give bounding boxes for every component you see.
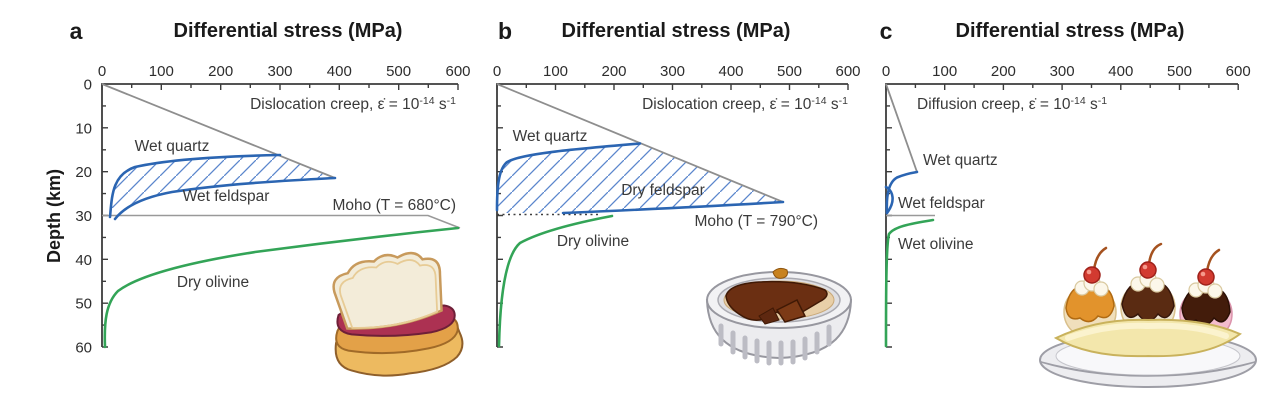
hatched-strength-region [497, 143, 783, 213]
olivine-label: Dry olivine [557, 233, 629, 250]
feldspar-label: Dry feldspar [621, 182, 705, 199]
frictional-strength-line [885, 83, 918, 173]
tick-label: 0 [493, 63, 501, 80]
wet-quartz-curve [108, 153, 282, 219]
wet-feldspar-curve [113, 176, 337, 221]
dry-feldspar-curve [561, 200, 785, 215]
feldspar-label: Wet feldspar [183, 188, 270, 205]
tick-label: 400 [327, 63, 352, 80]
panel-c: c Differential stress (MPa) 0 100 200 300 40… [880, 18, 1257, 388]
x-tick-labels: 0 100 200 300 400 500 600 [98, 63, 471, 80]
quartz-label: Wet quartz [513, 128, 588, 145]
tick-label: 300 [267, 63, 292, 80]
panel-title: Differential stress (MPa) [562, 20, 791, 42]
tick-label: 500 [386, 63, 411, 80]
panel-b: b Differential stress (MPa) 0 100 200 300 40… [493, 18, 861, 366]
moho-label: Moho (T = 790°C) [694, 213, 818, 230]
banana-split-icon [1039, 242, 1257, 388]
creep-annotation: Dislocation creep, ε̇ = 10-14 s-1 [642, 95, 848, 113]
quartz-label: Wet quartz [923, 152, 998, 169]
tick-label: 0 [98, 63, 106, 80]
creme-brulee-icon [705, 267, 853, 366]
tick-label: 600 [1226, 63, 1251, 80]
dry-olivine-curve [103, 226, 460, 349]
panel-a: a Differential stress (MPa) Depth (km) 0… [44, 18, 471, 377]
panel-letter: a [70, 18, 83, 44]
olivine-label: Wet olivine [898, 236, 974, 253]
frictional-strength-line [101, 83, 336, 179]
x-major-ticks [101, 84, 459, 90]
tick-label: 200 [601, 63, 626, 80]
x-major-ticks [496, 84, 849, 90]
wet-feldspar-curve [884, 185, 894, 215]
x-major-ticks [885, 84, 1239, 90]
creep-annotation: Diffusion creep, ε̇ = 10-14 s-1 [917, 95, 1107, 113]
moho-label: Moho (T = 680°C) [332, 197, 456, 214]
tick-label: 200 [208, 63, 233, 80]
tick-label: 40 [75, 252, 92, 269]
wet-quartz-curve [885, 170, 919, 215]
y-tick-labels: 0 10 20 30 40 50 60 [75, 77, 92, 357]
olivine-label: Dry olivine [177, 274, 249, 291]
x-tick-labels: 0 100 200 300 400 500 600 [493, 63, 861, 80]
tick-label: 10 [75, 120, 92, 137]
tick-label: 0 [882, 63, 890, 80]
panel-letter: b [498, 18, 512, 44]
panel-title: Differential stress (MPa) [956, 20, 1185, 42]
y-minor-ticks [102, 105, 106, 326]
moho-line [102, 214, 461, 229]
tick-label: 0 [84, 77, 92, 94]
panel-letter: c [880, 18, 893, 44]
x-minor-ticks [525, 84, 820, 88]
tick-label: 60 [75, 340, 92, 357]
quartz-label: Wet quartz [135, 138, 210, 155]
dry-olivine-curve [497, 214, 614, 348]
tick-label: 300 [660, 63, 685, 80]
x-tick-labels: 0 100 200 300 400 500 600 [882, 63, 1251, 80]
tick-label: 100 [932, 63, 957, 80]
tick-label: 50 [75, 296, 92, 313]
tick-label: 30 [75, 208, 92, 225]
tick-label: 600 [445, 63, 470, 80]
tick-label: 600 [835, 63, 860, 80]
tick-label: 500 [777, 63, 802, 80]
y-axis-title: Depth (km) [44, 169, 64, 263]
creep-annotation: Dislocation creep, ε̇ = 10-14 s-1 [250, 95, 456, 113]
jelly-sandwich-icon [332, 251, 464, 377]
x-minor-ticks [131, 84, 429, 88]
tick-label: 400 [718, 63, 743, 80]
tick-label: 100 [543, 63, 568, 80]
wet-quartz-curve [495, 142, 642, 212]
tick-label: 20 [75, 164, 92, 181]
tick-label: 200 [991, 63, 1016, 80]
hatched-strength-region [110, 155, 335, 219]
wet-olivine-curve [884, 218, 935, 348]
panel-title: Differential stress (MPa) [174, 20, 403, 42]
tick-label: 100 [149, 63, 174, 80]
x-minor-ticks [914, 84, 1210, 88]
cherries [1083, 242, 1221, 286]
tick-label: 400 [1108, 63, 1133, 80]
feldspar-label: Wet feldspar [898, 195, 985, 212]
tick-label: 300 [1050, 63, 1075, 80]
tick-label: 500 [1167, 63, 1192, 80]
